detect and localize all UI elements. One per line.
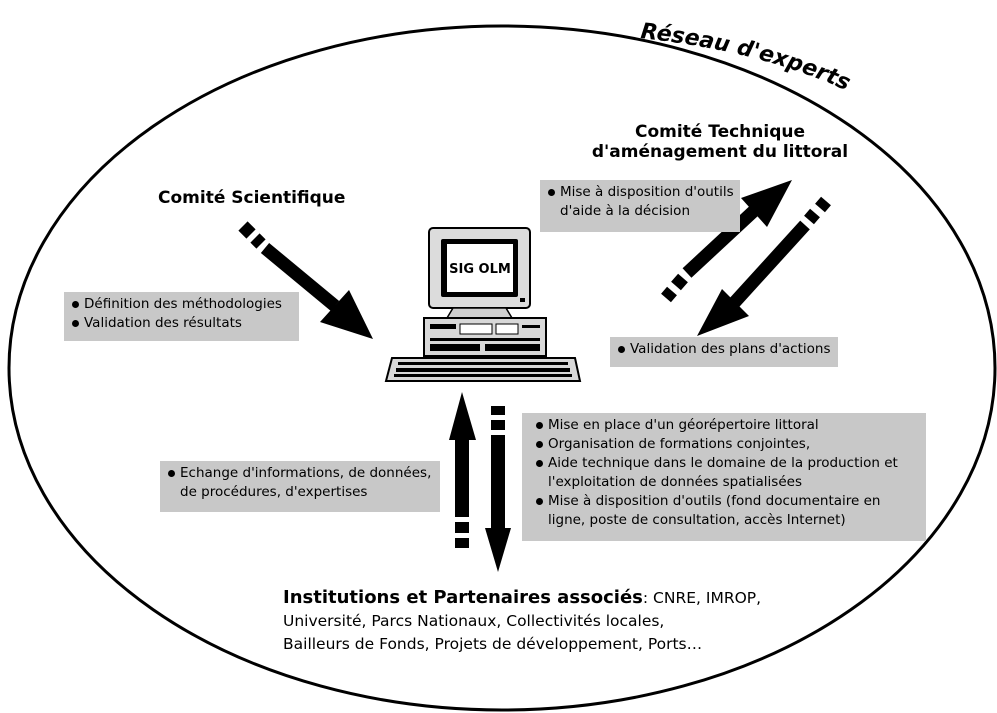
bullet-icon [168, 470, 175, 477]
service-line: Mise en place d'un géorépertoire littora… [548, 417, 819, 433]
technical-to-center-arrow [697, 196, 831, 336]
bullet-icon [72, 320, 79, 327]
scientific-committee-title: Comité Scientifique [158, 188, 346, 208]
institutions-partners: : CNRE, IMROP, [642, 589, 762, 607]
bullet-icon [548, 189, 555, 196]
action-plans-box: Validation des plans d'actions [610, 337, 838, 367]
bullet-icon [536, 460, 543, 467]
bullet-icon [536, 441, 543, 448]
service-item: Aide technique dans le domaine de la pro… [536, 454, 918, 473]
monitor-stand [445, 307, 514, 319]
bullet-icon [618, 346, 625, 353]
services-box: Mise en place d'un géorépertoire littora… [522, 413, 926, 541]
monitor-screen-inner [447, 244, 513, 292]
service-item: Mise à disposition d'outils (fond docume… [536, 492, 918, 511]
center-to-technical-arrow [661, 180, 792, 303]
center-to-institutions-arrow [485, 406, 511, 572]
decision-tools-line2: d'aide à la décision [560, 203, 690, 219]
action-plans-label: Validation des plans d'actions [630, 341, 831, 357]
exchange-line2: de procédures, d'expertises [180, 484, 368, 500]
bullet-icon [72, 301, 79, 308]
technical-title-line2: d'aménagement du littoral [591, 142, 849, 162]
scientific-item-label: Définition des méthodologies [84, 296, 282, 312]
bullet-icon [536, 498, 543, 505]
computer-illustration: SIG OLM [384, 227, 582, 382]
institutions-line3: Bailleurs de Fonds, Projets de développe… [283, 635, 703, 653]
institutions-text: Institutions et Partenaires associés: CN… [283, 586, 761, 656]
institutions-to-center-arrow [449, 392, 476, 548]
decision-tools-box: Mise à disposition d'outils d'aide à la … [540, 180, 740, 232]
bullet-icon [536, 422, 543, 429]
scientific-item-label: Validation des résultats [84, 315, 242, 331]
scientific-item: Validation des résultats [72, 314, 291, 333]
service-line: l'exploitation de données spatialisées [548, 474, 802, 490]
network-label: Réseau d'experts [639, 19, 854, 96]
decision-tools-line1: Mise à disposition d'outils [560, 184, 734, 200]
service-line: Organisation de formations conjointes, [548, 436, 811, 452]
service-item: Organisation de formations conjointes, [536, 435, 918, 454]
scientific-box: Définition des méthodologies Validation … [64, 292, 299, 341]
service-line: ligne, poste de consultation, accès Inte… [548, 512, 846, 528]
network-ellipse [7, 24, 997, 712]
action-plans-item: Validation des plans d'actions [618, 340, 831, 359]
institutions-line1: Institutions et Partenaires associés: CN… [283, 586, 761, 610]
institutions-line2: Université, Parcs Nationaux, Collectivit… [283, 612, 665, 630]
exchange-item: Echange d'informations, de données, [168, 464, 432, 483]
scientific-to-center-arrow [238, 221, 373, 339]
service-line: Mise à disposition d'outils (fond docume… [548, 493, 881, 509]
scientific-item: Définition des méthodologies [72, 295, 291, 314]
service-line: Aide technique dans le domaine de la pro… [548, 455, 898, 471]
exchange-line1: Echange d'informations, de données, [180, 465, 432, 481]
technical-title-line1: Comité Technique [634, 122, 806, 142]
screen-label: SIG OLM [449, 262, 511, 277]
institutions-title: Institutions et Partenaires associés [283, 587, 643, 608]
service-item: Mise en place d'un géorépertoire littora… [536, 416, 918, 435]
exchange-box: Echange d'informations, de données, de p… [160, 461, 440, 512]
technical-committee-title: Comité Technique d'aménagement du littor… [590, 122, 850, 162]
decision-tools-item: Mise à disposition d'outils [548, 183, 734, 202]
